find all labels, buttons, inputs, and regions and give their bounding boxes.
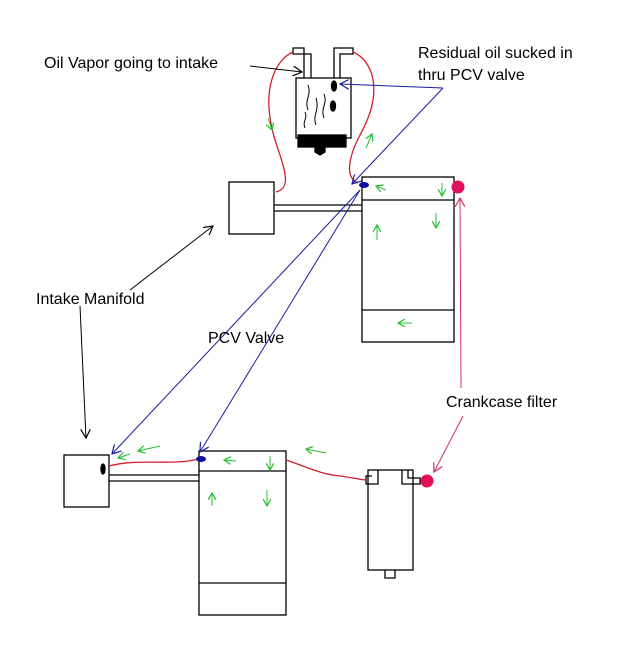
oil-vapor-pointer bbox=[249, 65, 302, 72]
intake-manifold-pointer-upper bbox=[129, 226, 213, 291]
lower-engine bbox=[198, 450, 287, 616]
lower-crankcase-filter-cap bbox=[420, 474, 434, 488]
upper-pcv-valve bbox=[359, 182, 369, 188]
upper-vapor-hose bbox=[268, 51, 294, 193]
upper-engine bbox=[361, 176, 455, 343]
oil-vapor-label: Oil Vapor going to intake bbox=[44, 55, 218, 72]
residual-oil-label-line1: Residual oil sucked in bbox=[418, 45, 573, 62]
lower-catch-can bbox=[365, 469, 421, 579]
lower-pcv-hose bbox=[108, 458, 200, 467]
intake-manifold-label: Intake Manifold bbox=[36, 291, 145, 308]
upper-crankcase-filter-cap bbox=[451, 180, 465, 194]
flow-arrows bbox=[118, 117, 442, 506]
pcv-pointer-1 bbox=[112, 189, 361, 454]
lower-intake-manifold bbox=[63, 454, 199, 508]
residual-oil-label-line2: thru PCV valve bbox=[418, 67, 525, 84]
lower-crankcase-hose bbox=[285, 459, 367, 481]
flow-arrow bbox=[306, 449, 327, 453]
blue-pointers bbox=[112, 84, 444, 454]
flow-arrow bbox=[118, 454, 131, 458]
residual-pointer-2 bbox=[352, 87, 444, 184]
upper-catch-can bbox=[292, 47, 354, 156]
intake-manifold-pointer-lower bbox=[79, 305, 86, 438]
hoses bbox=[108, 51, 375, 481]
pcv-pointer-2 bbox=[200, 189, 361, 452]
flow-arrow bbox=[268, 117, 272, 130]
flow-arrow bbox=[376, 186, 387, 190]
residual-pointer-1 bbox=[340, 84, 444, 88]
crankcase-filter-label: Crankcase filter bbox=[446, 394, 558, 411]
pink-pointers bbox=[434, 198, 463, 472]
upper-intake-manifold bbox=[228, 181, 362, 235]
filter-pointer-up bbox=[460, 198, 461, 389]
pcv-valve-label: PCV Valve bbox=[208, 330, 284, 347]
flow-arrow bbox=[365, 134, 372, 149]
flow-arrow bbox=[138, 445, 161, 451]
flow-arrow bbox=[224, 460, 237, 461]
lower-pcv-valve bbox=[196, 456, 206, 462]
upper-return-hose bbox=[348, 51, 375, 184]
filter-pointer-down bbox=[434, 415, 464, 472]
black-pointers bbox=[79, 65, 302, 438]
